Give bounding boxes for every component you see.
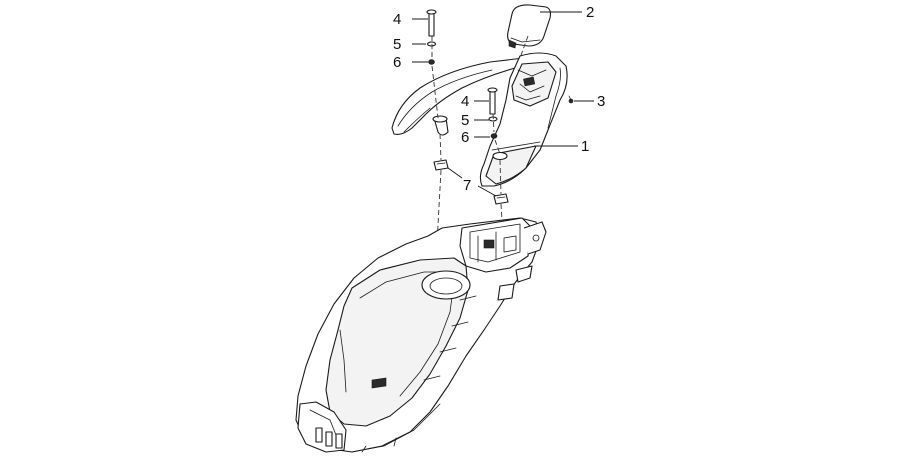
callout-5-mid: 5: [461, 112, 469, 129]
part-2-cover: [507, 4, 552, 49]
underseat-compartment: [295, 217, 547, 453]
callout-2: 2: [586, 4, 594, 21]
part-3-screw: [568, 95, 574, 104]
callout-3: 3: [597, 93, 605, 110]
hardware-stack-b: [487, 87, 498, 139]
part-1-tail-cover: [391, 52, 568, 187]
callout-4-top: 4: [393, 11, 401, 28]
callout-6-top: 6: [393, 54, 401, 71]
callout-1: 1: [581, 138, 589, 155]
callout-7: 7: [463, 177, 471, 194]
hardware-stack-a: [426, 9, 437, 65]
part-7-clip-nuts: [433, 159, 509, 205]
leader-lines: [412, 11, 594, 197]
callout-6-mid: 6: [461, 129, 469, 146]
callout-4-mid: 4: [461, 93, 469, 110]
callout-5-top: 5: [393, 36, 401, 53]
